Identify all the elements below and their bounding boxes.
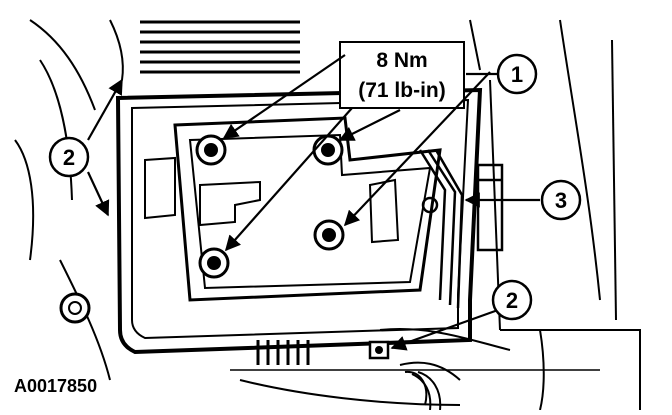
callout-1-label: 1 [511,62,523,87]
callout-3-label: 3 [555,188,567,213]
bolt-upper-right [312,134,344,166]
bolt-lower-left [198,247,230,279]
callout-1: 1 [496,53,538,95]
connector-pins [256,340,310,365]
background-structure [14,19,641,411]
wire-bundle [399,361,461,411]
callout-2-left: 2 [48,136,90,178]
torque-imperial: (71 lb-in) [358,79,446,102]
callout-2-bottom-label: 2 [506,288,518,313]
callout-2-left-label: 2 [63,145,75,170]
bolt-upper-left [195,134,227,166]
module-housing [115,87,483,355]
ground-stud [368,340,390,360]
small-grommet-left [59,292,91,324]
callout-3: 3 [540,179,582,221]
leader-lines [87,54,540,351]
torque-spec-box: 8 Nm (71 lb-in) [339,41,465,109]
callout-2-bottom: 2 [491,279,533,321]
bolt-lower-right [313,219,345,251]
figure-id: A0017850 [14,376,97,396]
torque-value: 8 Nm [376,49,427,72]
wire-harness-bracket [418,149,504,309]
cooling-fins [140,20,300,74]
